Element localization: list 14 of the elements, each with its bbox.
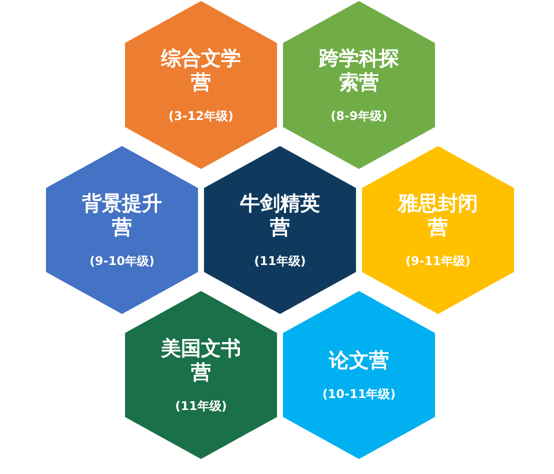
grade-label: (11年级): [254, 252, 306, 270]
camp-title: 背景提升营: [80, 190, 163, 238]
grade-label: (11年级): [175, 398, 227, 414]
grade-label: (9-11年级): [406, 252, 470, 270]
camp-title: 综合文学营: [160, 46, 242, 94]
grade-label: (8-9年级): [330, 108, 388, 124]
camp-title: 跨学科探索营: [318, 46, 400, 94]
camp-title: 美国文书营: [160, 336, 242, 384]
camp-title: 雅思封闭营: [396, 190, 479, 238]
grade-label: (3-12年级): [168, 108, 234, 124]
camp-title: 论文营: [328, 348, 390, 372]
grade-label: (10-11年级): [322, 386, 396, 402]
camp-title: 牛剑精英营: [239, 190, 321, 238]
grade-label: (9-10年级): [90, 252, 154, 270]
